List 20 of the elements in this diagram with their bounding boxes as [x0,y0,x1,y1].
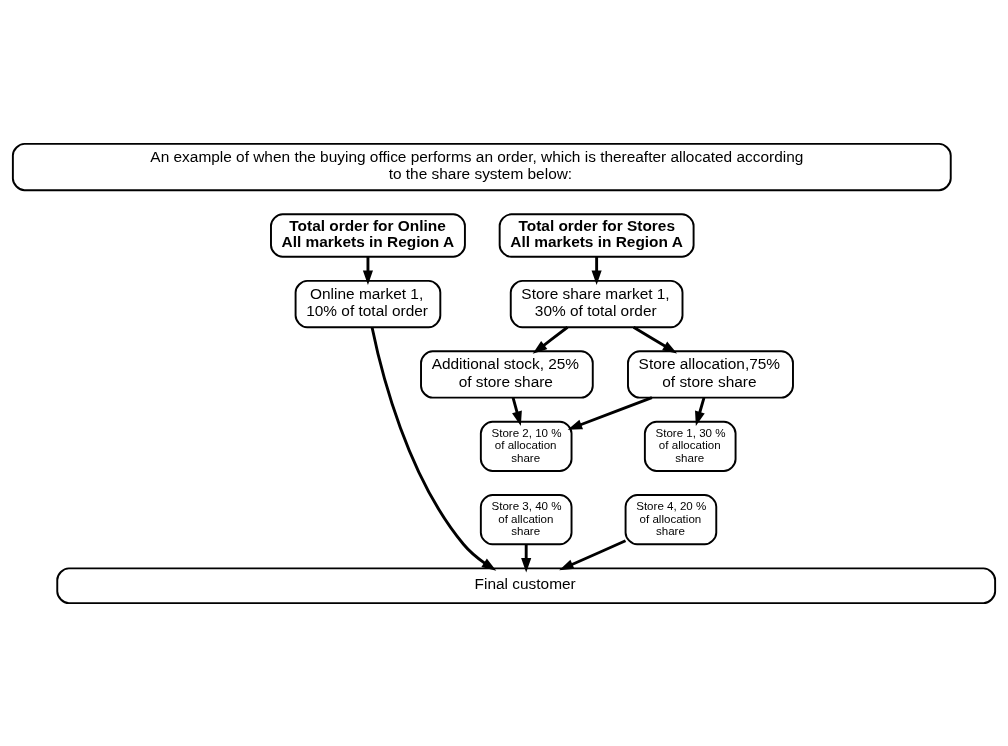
node-box: Total order for Online All markets in Region A [270,212,466,258]
arrow [559,538,627,570]
arrow [521,544,532,572]
node-box: Store 3, 40 % of allcation share [479,493,573,545]
arrow [567,395,653,430]
node-box: Store allocation,75% of store share [627,349,794,399]
arrow [532,325,569,354]
arrow [511,397,522,426]
node-box: Final customer [56,566,997,604]
node-box: An example of when the buying office performs an order, which is thereafter allocated according to the share system below: [11,142,952,191]
node-box: Total order for Stores All markets in Region A [498,212,695,258]
node-box: Additional stock, 25% of store share [420,349,594,399]
arrow [370,326,497,571]
node-box: Store 2, 10 % of allocation share [479,420,573,472]
arrow [591,256,602,285]
node-box: Store 4, 20 % of allocation share [624,493,718,545]
node-box: Store 1, 30 % of allocation share [643,420,737,472]
arrow [695,397,706,426]
node-box: Store share market 1, 30% of total order [509,279,684,328]
node-box: Online market 1, 10% of total order [294,279,442,328]
